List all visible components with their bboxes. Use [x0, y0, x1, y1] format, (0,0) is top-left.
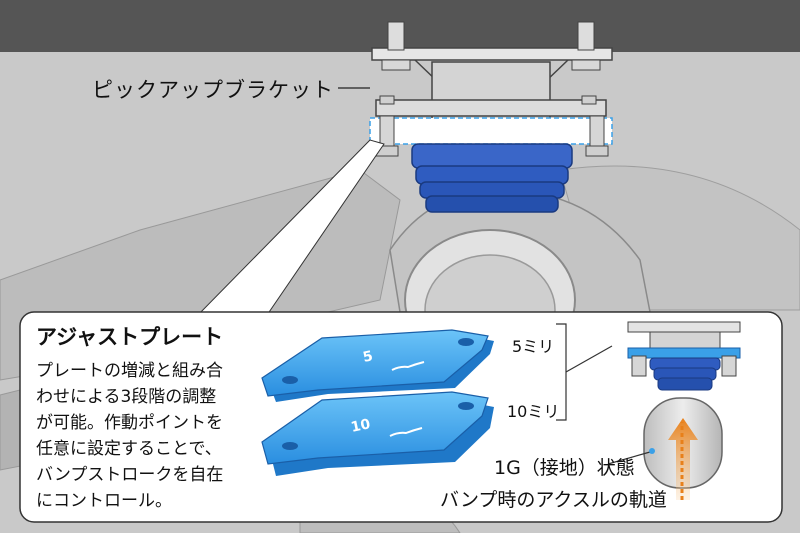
size-leader-line [565, 345, 613, 373]
bolt-head-left [379, 95, 395, 105]
description-line: 任意に設定することで、 [36, 439, 222, 459]
plate-5-marking: 5 [362, 348, 375, 366]
bolt-head-right [581, 95, 597, 105]
bracket-top-plate [371, 47, 613, 61]
adjust-plate-10mm: 10 [261, 391, 494, 476]
plate-10mm-label: 10ミリ [507, 402, 560, 421]
adjust-plate-title: アジャストプレート [36, 325, 224, 349]
description-line: バンプストロークを自在 [36, 465, 224, 485]
plate-10-marking: 10 [350, 416, 373, 436]
bump-stop-ring-3 [425, 195, 559, 213]
bracket-nut-left [381, 59, 411, 71]
plate-5mm-label: 5ミリ [512, 337, 555, 356]
description-line: が可能。作動ポイントを [36, 413, 223, 433]
bracket-lower-plate [375, 99, 607, 117]
state-1g-label: 1G（接地）状態 [494, 457, 635, 479]
nut-right [585, 145, 609, 157]
axle-trajectory-label: バンプ時のアクスルの軌道 [440, 489, 667, 511]
bolt-right [589, 115, 605, 149]
description-line: にコントロール。 [36, 491, 172, 511]
state-leader-line [607, 451, 651, 465]
mini-bump-stop [627, 321, 741, 391]
adjust-plate-highlight [369, 117, 613, 145]
bump-trajectory-arrow [668, 418, 698, 500]
bracket-nut-right [571, 59, 601, 71]
description-line: わせによる3段階の調整 [36, 387, 217, 407]
bump-stop-cap [411, 143, 573, 169]
state-leader-dot [649, 448, 655, 454]
bracket-stud-right [577, 21, 595, 51]
adjust-plate-5mm: 5 [261, 329, 494, 402]
pickup-bracket-label: ピックアップブラケット [92, 78, 334, 102]
plate-5-logo [391, 361, 425, 371]
description-line: プレートの増減と組み合 [36, 361, 223, 381]
plate-10-logo [389, 427, 423, 437]
bracket-stud-left [387, 21, 405, 51]
